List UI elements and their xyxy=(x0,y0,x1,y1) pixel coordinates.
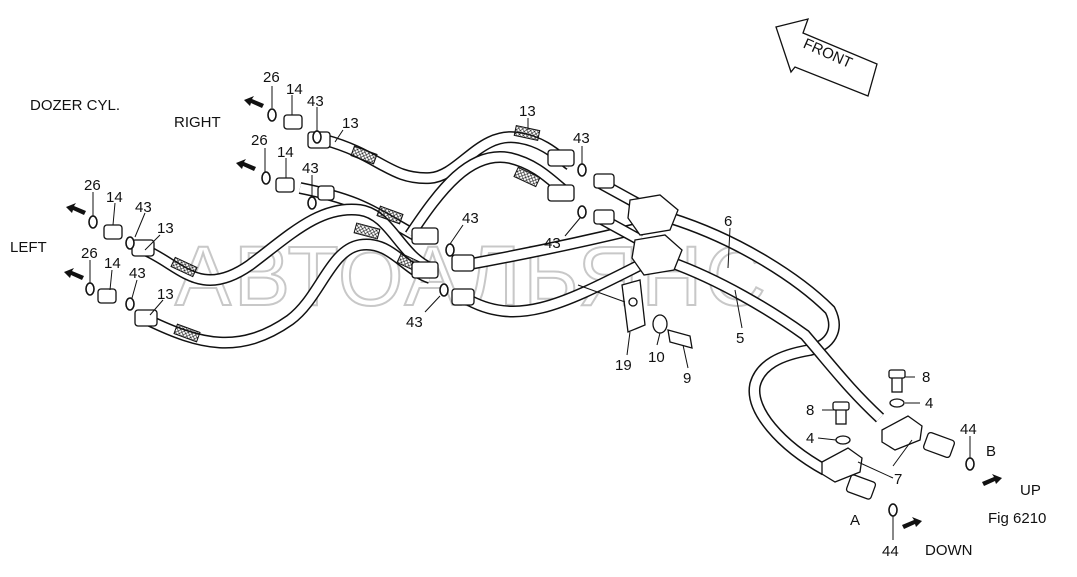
callout-14: 14 xyxy=(104,255,121,272)
callout-numbers: 26 14 43 13 26 14 43 26 14 43 13 26 14 4… xyxy=(81,69,977,560)
callout-13: 13 xyxy=(157,220,174,237)
callout-43: 43 xyxy=(544,235,561,252)
tee-blocks xyxy=(627,194,683,276)
callout-43: 43 xyxy=(135,199,152,216)
callout-26: 26 xyxy=(263,69,280,86)
callout-14: 14 xyxy=(277,144,294,161)
callout-43: 43 xyxy=(302,160,319,177)
down-label: DOWN xyxy=(925,542,973,559)
group-labels: DOZER CYL. RIGHT LEFT UP DOWN A B Fig 62… xyxy=(10,97,1046,559)
callout-8: 8 xyxy=(922,369,930,386)
callout-14: 14 xyxy=(106,189,123,206)
callout-26: 26 xyxy=(84,177,101,194)
callout-4: 4 xyxy=(806,430,814,447)
right-label: RIGHT xyxy=(174,114,221,131)
hose-fittings xyxy=(97,114,615,327)
watermark-text: АВТОАЛЬЯНС xyxy=(175,229,769,323)
callout-44: 44 xyxy=(882,543,899,560)
flow-arrows xyxy=(64,96,1002,529)
callout-26: 26 xyxy=(251,132,268,149)
callout-43: 43 xyxy=(129,265,146,282)
callout-44: 44 xyxy=(960,421,977,438)
figure-label: Fig 6210 xyxy=(988,510,1046,527)
callout-13: 13 xyxy=(519,103,536,120)
callout-19: 19 xyxy=(615,357,632,374)
callout-6: 6 xyxy=(724,213,732,230)
callout-5: 5 xyxy=(736,330,744,347)
callout-8: 8 xyxy=(806,402,814,419)
callout-13: 13 xyxy=(157,286,174,303)
callout-43: 43 xyxy=(573,130,590,147)
callout-9: 9 xyxy=(683,370,691,387)
callout-43: 43 xyxy=(307,93,324,110)
port-connectors xyxy=(845,431,956,500)
callout-26: 26 xyxy=(81,245,98,262)
callout-43: 43 xyxy=(406,314,423,331)
callout-10: 10 xyxy=(648,349,665,366)
callout-4: 4 xyxy=(925,395,933,412)
port-a-label: A xyxy=(850,512,860,529)
port-b-label: B xyxy=(986,443,996,460)
callout-leaders xyxy=(89,86,971,540)
callout-13: 13 xyxy=(342,115,359,132)
up-label: UP xyxy=(1020,482,1041,499)
pipe-clamp-assembly xyxy=(621,279,693,349)
callout-7: 7 xyxy=(894,471,902,488)
front-direction-arrow: FRONT xyxy=(775,18,878,97)
callout-43: 43 xyxy=(462,210,479,227)
dozer-cyl-label: DOZER CYL. xyxy=(30,97,120,114)
callout-14: 14 xyxy=(286,81,303,98)
left-label: LEFT xyxy=(10,239,47,256)
pipe-brackets xyxy=(821,369,923,483)
